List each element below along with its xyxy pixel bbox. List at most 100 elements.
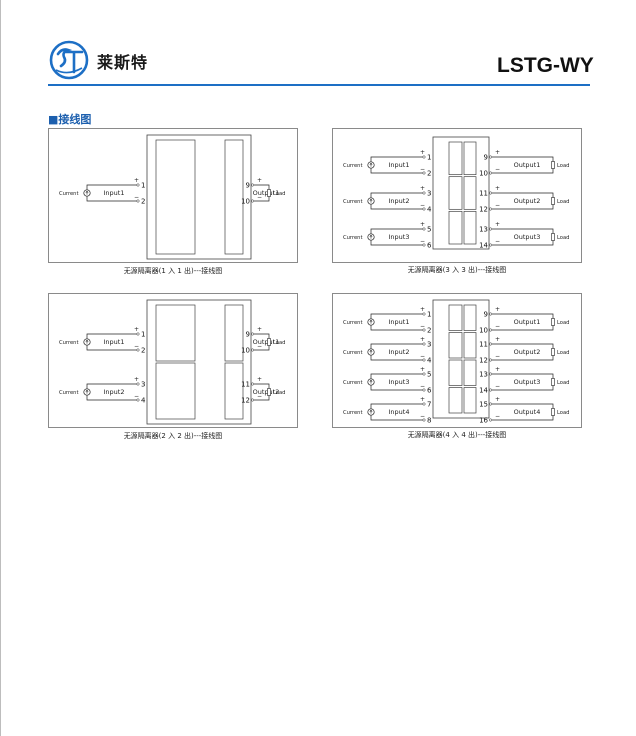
isolation-slot	[448, 387, 463, 414]
load-resistor-icon	[551, 348, 555, 356]
input-channel-label: Input3	[389, 378, 410, 386]
minus-sign: −	[495, 353, 500, 360]
output-wire	[492, 403, 554, 421]
minus-sign: −	[420, 323, 425, 330]
input-channel-label: Input1	[389, 318, 410, 326]
output-wire	[492, 373, 554, 391]
input-wire	[370, 228, 423, 246]
isolation-slot	[463, 387, 477, 414]
arrow-up-icon	[369, 198, 373, 203]
input-wire	[86, 383, 137, 401]
current-label: Current	[343, 235, 362, 241]
current-label: Current	[343, 199, 362, 205]
plus-sign: +	[420, 396, 425, 403]
pin-number: 2	[427, 170, 431, 178]
minus-sign: −	[495, 323, 500, 330]
pin-number: 15	[479, 401, 488, 409]
plus-sign: +	[495, 306, 500, 313]
output-wire	[492, 156, 554, 174]
terminal-icon	[422, 418, 426, 422]
minus-sign: −	[420, 413, 425, 420]
load-resistor-icon	[267, 338, 271, 346]
pin-number: 12	[479, 357, 488, 365]
load-resistor-icon	[551, 233, 555, 241]
terminal-icon	[489, 402, 492, 406]
diagram-caption: 无源隔离器(4 入 4 出)---接线图	[407, 431, 507, 439]
pin-number: 11	[479, 190, 488, 198]
pin-number: 10	[241, 347, 250, 355]
plus-sign: +	[420, 366, 425, 373]
isolation-slot	[463, 141, 477, 176]
pin-number: 2	[141, 347, 145, 355]
terminal-icon	[422, 388, 426, 392]
current-label: Current	[343, 380, 362, 386]
pin-number: 1	[427, 311, 431, 319]
pin-number: 5	[427, 226, 431, 234]
pin-number: 3	[427, 190, 431, 198]
company-logo-icon	[49, 40, 89, 80]
terminal-icon	[489, 207, 492, 211]
output-wire	[492, 192, 554, 210]
pin-number: 7	[427, 401, 431, 409]
load-label: Load	[557, 380, 569, 386]
terminal-icon	[489, 418, 492, 422]
pin-number: 12	[241, 397, 250, 405]
pin-number: 11	[479, 341, 488, 349]
pin-number: 11	[241, 381, 250, 389]
isolation-slot	[224, 139, 244, 255]
plus-sign: +	[495, 396, 500, 403]
header-rule	[48, 84, 590, 86]
terminal-icon	[422, 243, 426, 247]
pin-number: 1	[141, 182, 145, 190]
pin-number: 10	[479, 327, 488, 335]
pin-number: 9	[484, 154, 488, 162]
plus-sign: +	[420, 221, 425, 228]
arrow-up-icon	[369, 234, 373, 239]
pin-number: 3	[141, 381, 145, 389]
output-channel-label: Output1	[514, 318, 541, 326]
isolation-slot	[155, 362, 196, 420]
arrow-up-icon	[369, 349, 373, 354]
output-channel-label: Output2	[514, 348, 541, 356]
input-channel-label: Input3	[389, 233, 410, 241]
terminal-icon	[136, 183, 140, 187]
input-channel-label: Input2	[389, 197, 410, 205]
input-wire	[370, 192, 423, 210]
arrow-up-icon	[369, 409, 373, 414]
isolation-slot	[448, 176, 463, 210]
plus-sign: +	[495, 366, 500, 373]
pin-number: 4	[141, 397, 146, 405]
input-channel-label: Input1	[104, 189, 125, 197]
terminal-icon	[422, 328, 426, 332]
output-wire	[492, 343, 554, 361]
output-channel-label: Output2	[253, 388, 280, 396]
minus-sign: −	[257, 343, 262, 350]
current-label: Current	[343, 350, 362, 356]
minus-sign: −	[420, 383, 425, 390]
terminal-icon	[489, 358, 492, 362]
pin-number: 1	[141, 331, 145, 339]
minus-sign: −	[495, 383, 500, 390]
terminal-icon	[136, 199, 140, 203]
minus-sign: −	[257, 393, 262, 400]
terminal-icon	[422, 402, 426, 406]
minus-sign: −	[420, 166, 425, 173]
arrow-up-icon	[369, 379, 373, 384]
load-resistor-icon	[551, 161, 555, 169]
terminal-icon	[489, 171, 492, 175]
arrow-up-icon	[369, 319, 373, 324]
output-channel-label: Output3	[514, 378, 541, 386]
isolation-slot	[463, 304, 477, 331]
plus-sign: +	[257, 177, 262, 184]
isolation-slot	[224, 362, 244, 420]
current-label: Current	[343, 410, 362, 416]
terminal-icon	[489, 227, 492, 231]
terminal-icon	[489, 388, 492, 392]
terminal-icon	[489, 312, 492, 316]
isolation-slot	[224, 304, 244, 362]
current-label: Current	[59, 390, 78, 396]
pin-number: 2	[141, 198, 145, 206]
pin-number: 12	[479, 206, 488, 214]
